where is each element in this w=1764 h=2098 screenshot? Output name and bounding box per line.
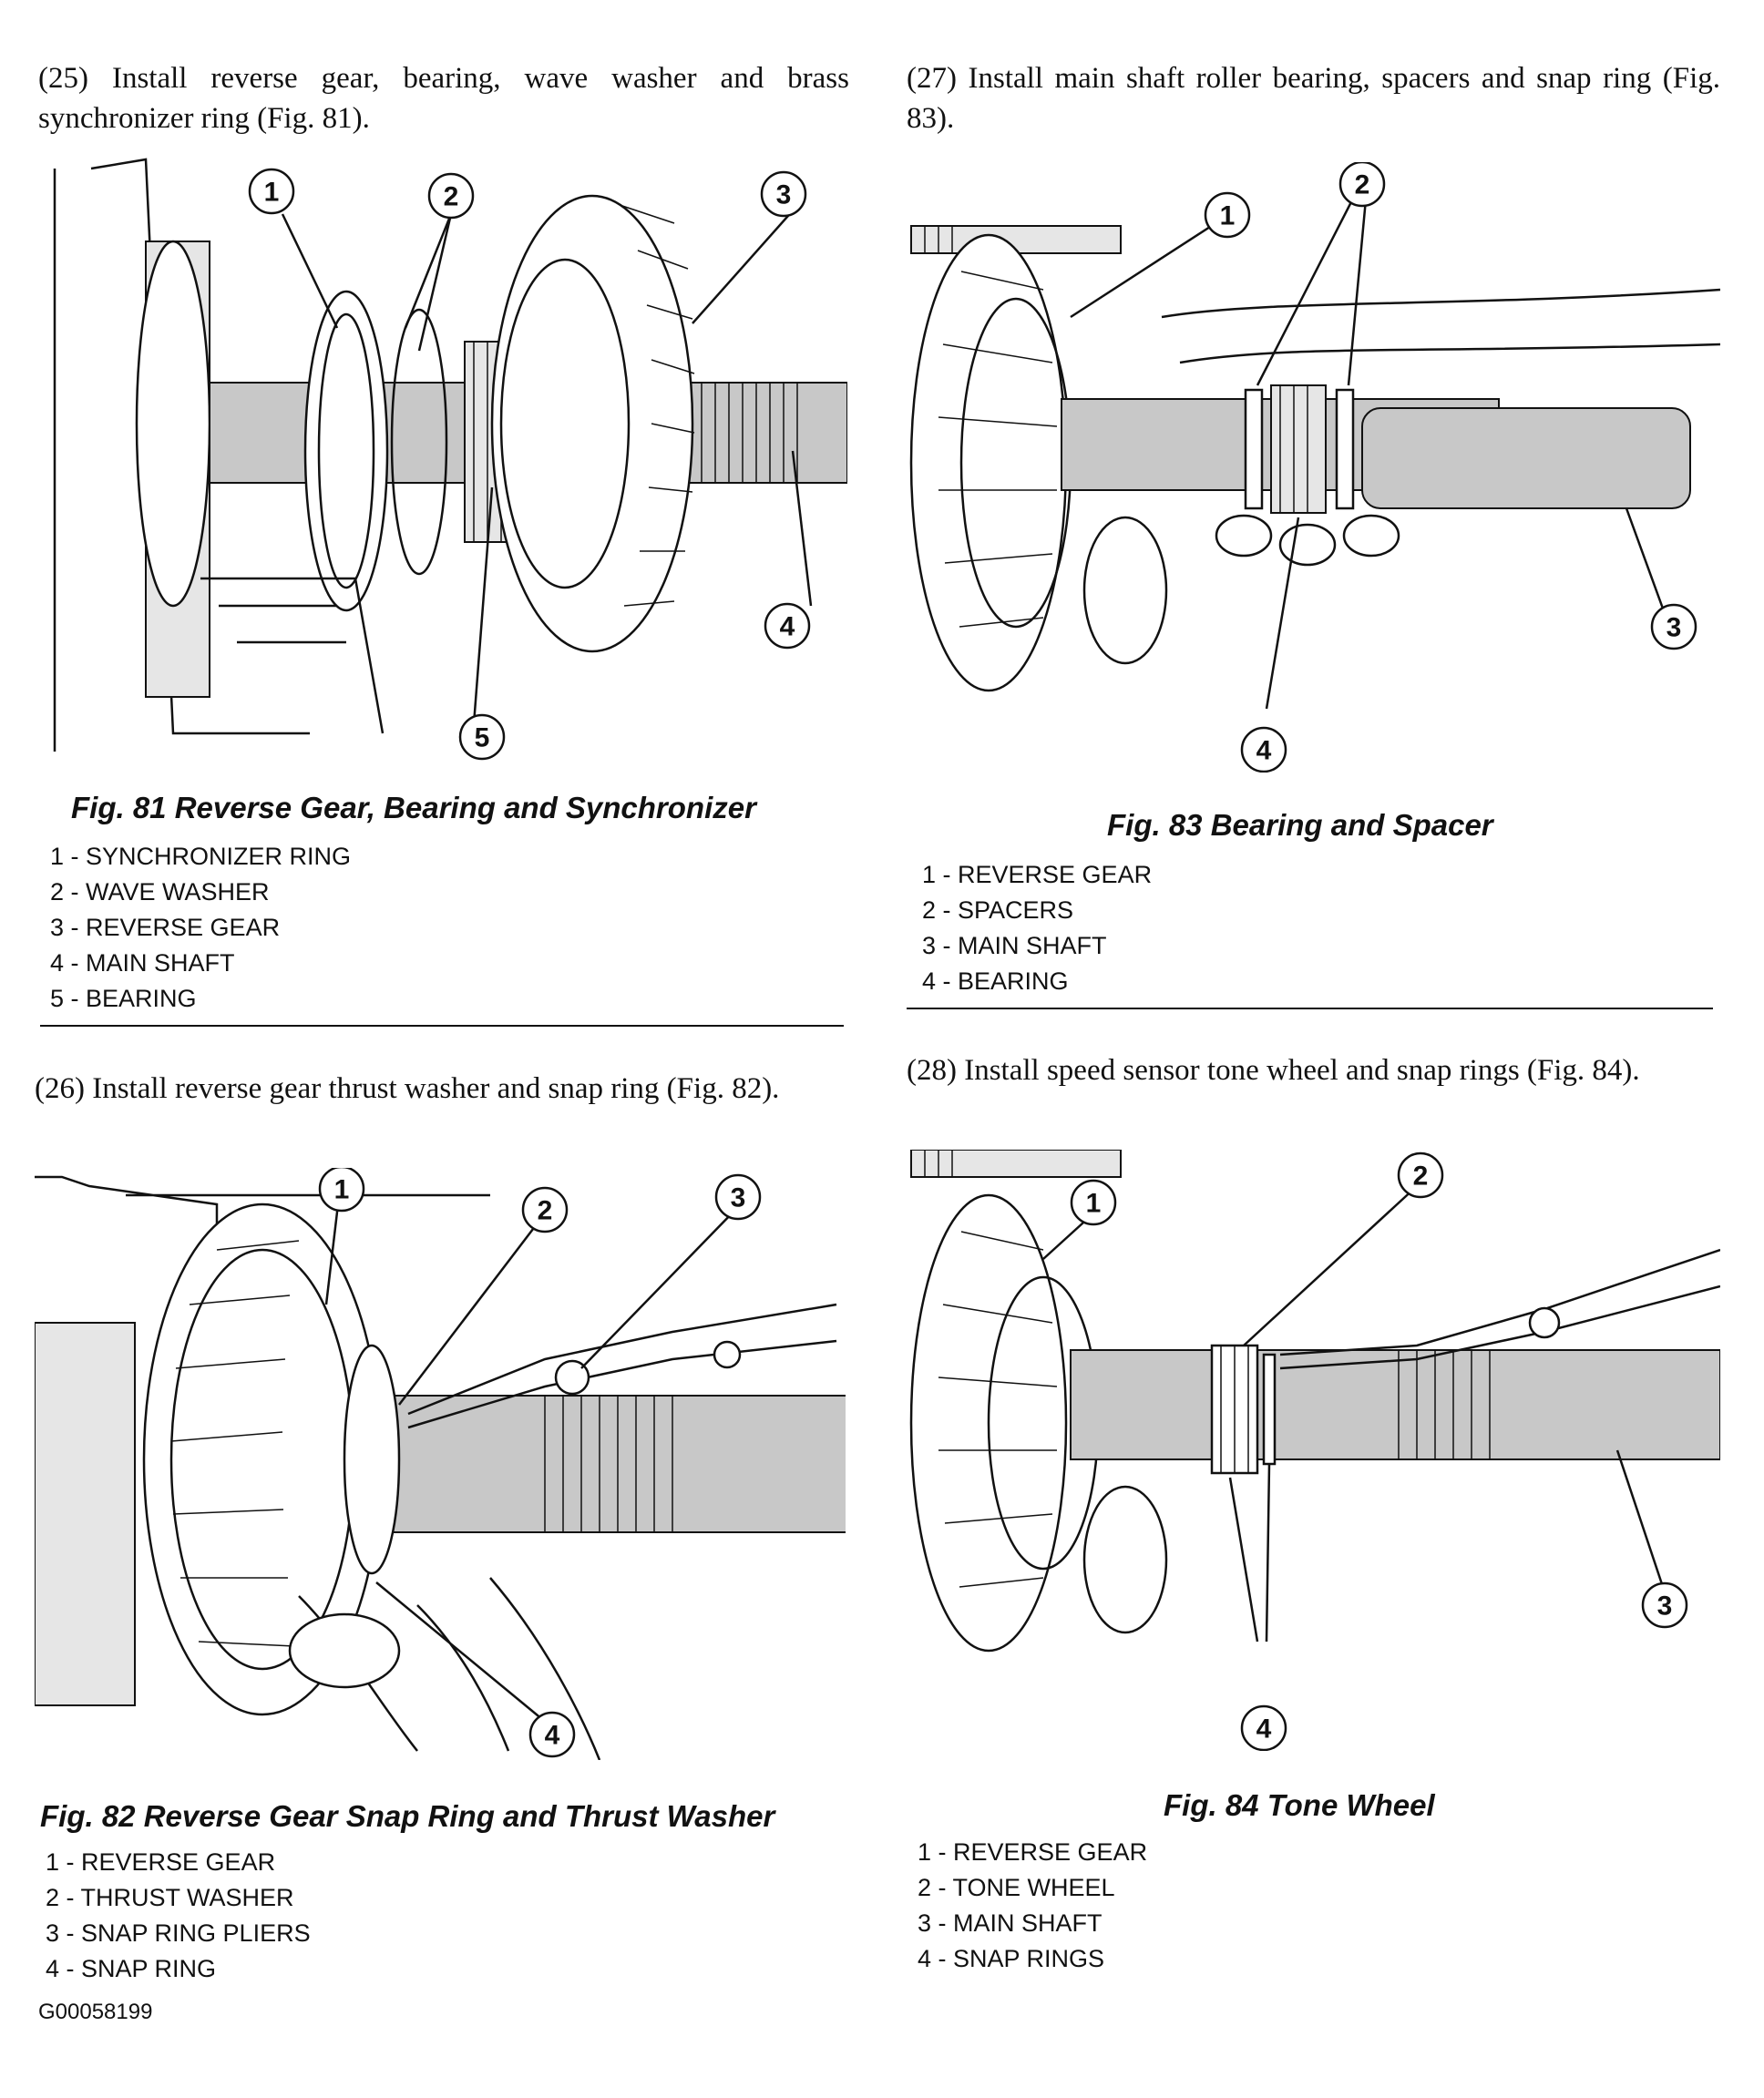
legend-item: 1 - REVERSE GEAR — [46, 1848, 276, 1876]
callout-1: 1 — [248, 168, 295, 215]
fig-81-legend: 1 - SYNCHRONIZER RING 2 - WAVE WASHER 3 … — [50, 839, 351, 1017]
callout-4: 4 — [528, 1711, 576, 1758]
legend-item: 3 - REVERSE GEAR — [50, 914, 281, 941]
svg-text:4: 4 — [545, 1721, 560, 1751]
fig-81-caption: Fig. 81 Reverse Gear, Bearing and Synchr… — [71, 791, 756, 824]
document-id: G00058199 — [38, 2000, 153, 2024]
svg-text:2: 2 — [538, 1196, 553, 1226]
divider — [907, 1008, 1713, 1009]
svg-text:3: 3 — [1657, 1591, 1673, 1622]
svg-text:1: 1 — [334, 1175, 350, 1205]
callout-4: 4 — [1240, 726, 1287, 773]
legend-item: 3 - MAIN SHAFT — [918, 1909, 1102, 1937]
legend-item: 4 - SNAP RING — [46, 1955, 217, 1982]
fig-82-illustration: 1 2 3 4 — [35, 1168, 846, 1760]
callout-4: 4 — [764, 602, 811, 650]
callout-1: 1 — [318, 1168, 365, 1213]
fig-84-caption: Fig. 84 Tone Wheel — [1164, 1788, 1435, 1822]
legend-item: 2 - WAVE WASHER — [50, 878, 270, 906]
callout-4: 4 — [1240, 1704, 1287, 1751]
step-26-text: (26) Install reverse gear thrust washer … — [35, 1072, 780, 1105]
legend-item: 1 - SYNCHRONIZER RING — [50, 843, 352, 870]
legend-item: 2 - THRUST WASHER — [46, 1884, 294, 1911]
fig-83-illustration: 1 2 3 4 — [907, 162, 1720, 773]
svg-text:1: 1 — [1086, 1189, 1102, 1219]
callout-2: 2 — [427, 172, 475, 220]
svg-text:2: 2 — [444, 182, 459, 212]
svg-text:4: 4 — [1256, 1714, 1272, 1745]
legend-item: 4 - MAIN SHAFT — [50, 949, 235, 977]
svg-text:3: 3 — [776, 180, 792, 210]
fig-82-caption: Fig. 82 Reverse Gear Snap Ring and Thrus… — [40, 1799, 775, 1833]
svg-text:2: 2 — [1413, 1162, 1429, 1192]
svg-text:1: 1 — [1220, 201, 1236, 231]
callout-2: 2 — [1397, 1151, 1444, 1199]
callout-3: 3 — [1641, 1581, 1688, 1629]
step-27-text: (27) Install main shaft roller bearing, … — [907, 62, 1720, 135]
callout-2: 2 — [1338, 162, 1386, 208]
legend-item: 2 - TONE WHEEL — [918, 1874, 1115, 1901]
legend-item: 4 - BEARING — [922, 967, 1069, 995]
legend-item: 5 - BEARING — [50, 985, 197, 1012]
svg-text:3: 3 — [1667, 613, 1682, 643]
callout-1: 1 — [1070, 1179, 1117, 1226]
legend-item: 3 - SNAP RING PLIERS — [46, 1919, 311, 1947]
fig-82-legend: 1 - REVERSE GEAR 2 - THRUST WASHER 3 - S… — [46, 1845, 311, 1987]
divider — [40, 1025, 844, 1027]
callout-2: 2 — [521, 1186, 569, 1233]
callout-3: 3 — [1650, 603, 1697, 650]
callout-3: 3 — [714, 1173, 762, 1221]
svg-text:3: 3 — [731, 1183, 746, 1213]
callout-5: 5 — [458, 713, 506, 761]
legend-item: 3 - MAIN SHAFT — [922, 932, 1107, 959]
legend-item: 1 - REVERSE GEAR — [922, 861, 1153, 888]
fig-84-illustration: 1 2 3 4 — [907, 1150, 1720, 1751]
svg-text:5: 5 — [475, 723, 490, 753]
svg-text:2: 2 — [1355, 170, 1370, 200]
legend-item: 1 - REVERSE GEAR — [918, 1838, 1148, 1866]
svg-text:4: 4 — [1256, 736, 1272, 766]
fig-81-illustration: 1 2 3 4 5 — [36, 150, 847, 770]
fig-83-caption: Fig. 83 Bearing and Spacer — [1107, 808, 1493, 842]
step-25-text: (25) Install reverse gear, bearing, wave… — [38, 62, 849, 135]
svg-text:1: 1 — [264, 178, 280, 208]
legend-item: 4 - SNAP RINGS — [918, 1945, 1105, 1972]
svg-text:4: 4 — [780, 612, 795, 642]
callout-1: 1 — [1204, 191, 1251, 239]
callout-3: 3 — [760, 170, 807, 218]
legend-item: 2 - SPACERS — [922, 896, 1074, 924]
fig-83-legend: 1 - REVERSE GEAR 2 - SPACERS 3 - MAIN SH… — [922, 857, 1152, 999]
step-28-text: (28) Install speed sensor tone wheel and… — [907, 1054, 1640, 1087]
fig-84-legend: 1 - REVERSE GEAR 2 - TONE WHEEL 3 - MAIN… — [918, 1835, 1147, 1977]
